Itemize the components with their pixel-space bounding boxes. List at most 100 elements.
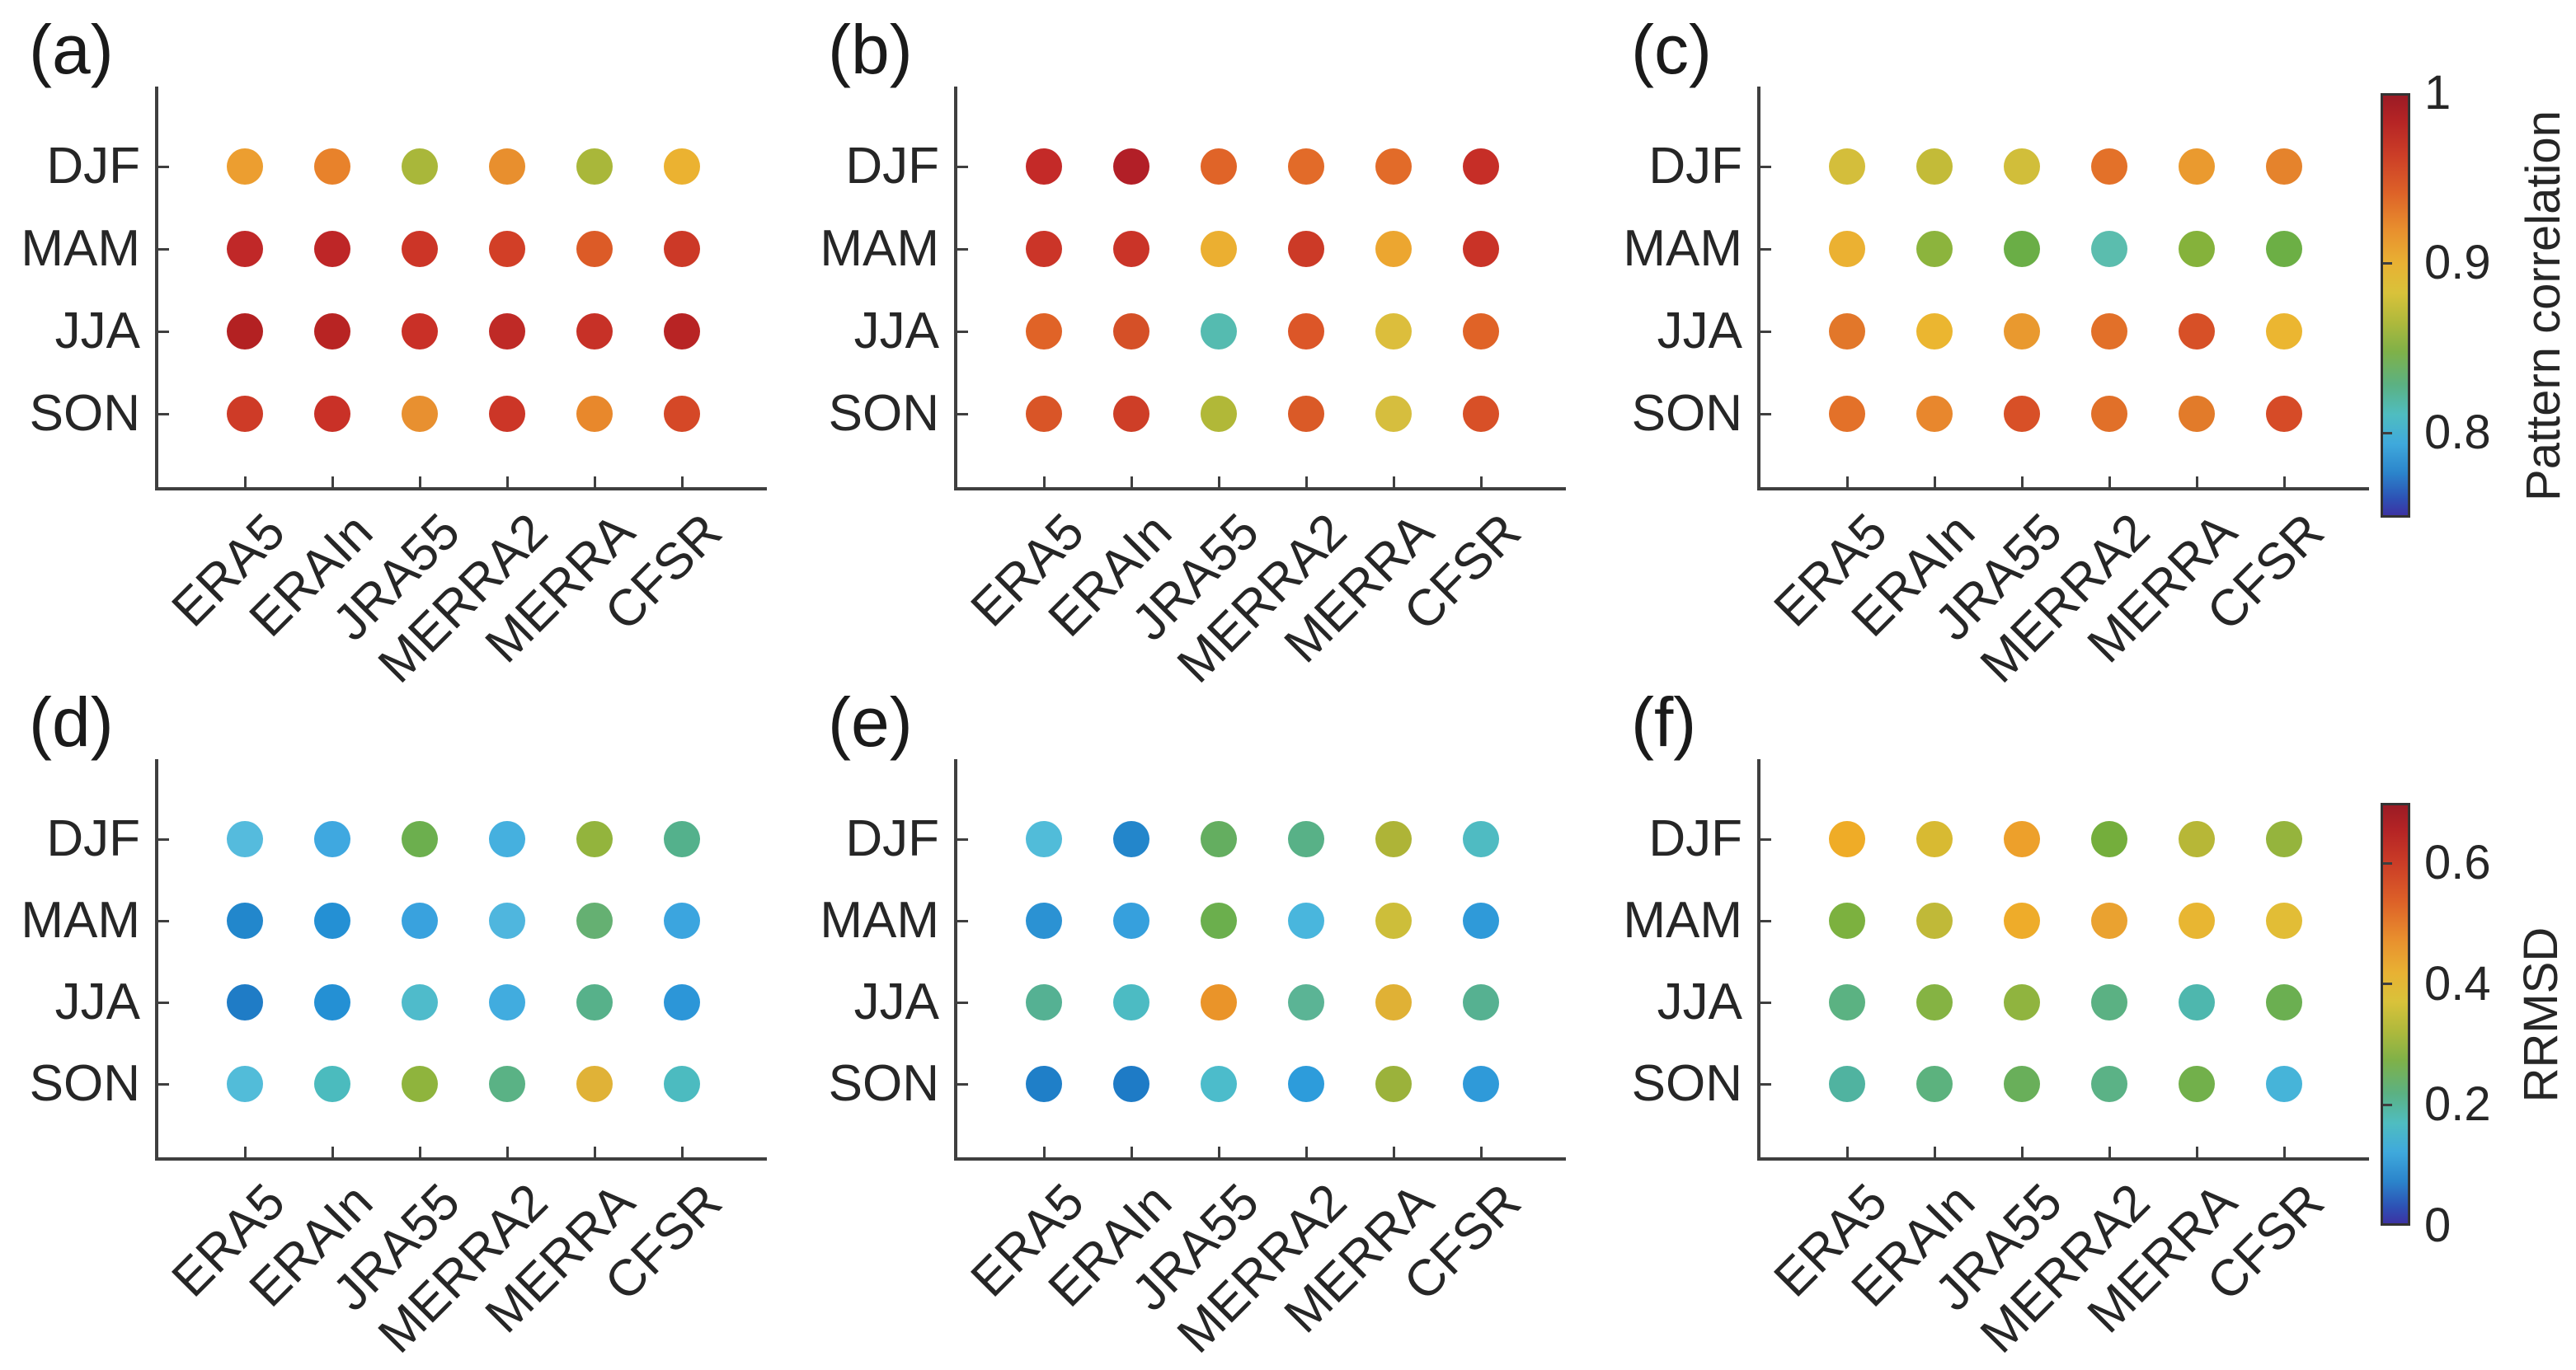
dot — [2179, 1066, 2215, 1102]
dot — [2091, 313, 2127, 350]
ytick-label-djf: DJF — [1648, 138, 1742, 195]
x-axis-e — [954, 1157, 1566, 1161]
dot — [2091, 1066, 2127, 1102]
x-tick — [1130, 1147, 1133, 1157]
dot — [1829, 148, 1865, 185]
panel-label-e: (e) — [828, 683, 913, 761]
dot — [1829, 821, 1865, 857]
dot — [664, 396, 700, 432]
dot — [1201, 821, 1237, 857]
x-tick — [418, 1147, 421, 1157]
dot — [402, 148, 438, 185]
colorbar-ticklabel: 0.4 — [2424, 956, 2491, 1011]
x-tick — [593, 476, 596, 487]
dot — [402, 821, 438, 857]
y-tick — [957, 330, 968, 333]
y-tick — [957, 1001, 968, 1004]
dot — [2004, 148, 2040, 185]
y-axis-a — [155, 87, 158, 490]
dot — [1916, 903, 1953, 939]
dot — [2004, 1066, 2040, 1102]
dot — [1288, 984, 1324, 1020]
x-tick — [331, 1147, 334, 1157]
dot — [227, 984, 263, 1020]
x-tick — [243, 476, 247, 487]
dot — [1026, 313, 1062, 350]
dot — [1463, 148, 1499, 185]
dot — [402, 313, 438, 350]
dot — [1288, 903, 1324, 939]
x-axis-b — [954, 487, 1566, 490]
dot — [1113, 821, 1149, 857]
dot — [489, 313, 525, 350]
colorbar-tick — [2383, 261, 2392, 265]
ytick-label-son: SON — [828, 385, 939, 442]
colorbar-title-rrmsd: RRMSD — [2514, 927, 2568, 1103]
dot — [1375, 821, 1412, 857]
dot — [1113, 903, 1149, 939]
colorbar-ticklabel: 0.8 — [2424, 406, 2491, 459]
y-tick — [158, 330, 169, 333]
ytick-label-son: SON — [828, 1055, 939, 1112]
dot — [402, 984, 438, 1020]
dot — [576, 313, 613, 350]
ytick-label-son: SON — [1631, 385, 1742, 442]
dot — [1288, 396, 1324, 432]
dot — [2266, 903, 2302, 939]
x-tick — [1479, 476, 1483, 487]
dot — [2004, 396, 2040, 432]
ytick-label-mam: MAM — [820, 892, 939, 949]
dot — [314, 396, 350, 432]
dot — [2266, 821, 2302, 857]
dot — [2091, 396, 2127, 432]
dot — [2179, 396, 2215, 432]
dot — [1829, 396, 1865, 432]
x-tick — [243, 1147, 247, 1157]
x-tick — [1304, 476, 1308, 487]
dot — [576, 231, 613, 267]
ytick-label-son: SON — [1631, 1055, 1742, 1112]
x-tick — [2282, 1147, 2286, 1157]
dot — [227, 313, 263, 350]
dot — [2266, 984, 2302, 1020]
dot — [1375, 1066, 1412, 1102]
dot — [314, 313, 350, 350]
y-tick — [158, 837, 169, 841]
dot — [1375, 903, 1412, 939]
ytick-label-djf: DJF — [1648, 810, 1742, 867]
colorbar-rrmsd — [2381, 803, 2410, 1226]
x-tick — [1933, 476, 1936, 487]
x-axis-a — [155, 487, 767, 490]
y-tick — [1760, 247, 1771, 251]
dot — [489, 821, 525, 857]
dot — [1113, 984, 1149, 1020]
dot — [1026, 148, 1062, 185]
y-tick — [158, 1001, 169, 1004]
dot — [1201, 313, 1237, 350]
dot — [2179, 313, 2215, 350]
dot — [1463, 1066, 1499, 1102]
y-axis-b — [954, 87, 957, 490]
dot — [1916, 821, 1953, 857]
dot — [2004, 903, 2040, 939]
y-tick — [957, 247, 968, 251]
x-tick — [505, 1147, 509, 1157]
dot — [1201, 903, 1237, 939]
dot — [2179, 148, 2215, 185]
dot — [1288, 313, 1324, 350]
dot — [1113, 148, 1149, 185]
x-tick — [331, 476, 334, 487]
dot — [489, 231, 525, 267]
panel-label-d: (d) — [29, 683, 114, 761]
y-axis-d — [155, 759, 158, 1161]
dot — [227, 1066, 263, 1102]
dot — [576, 984, 613, 1020]
dot — [576, 903, 613, 939]
dot — [2091, 903, 2127, 939]
x-tick — [1042, 476, 1046, 487]
ytick-label-djf: DJF — [845, 810, 939, 867]
dot — [489, 148, 525, 185]
dot — [1201, 396, 1237, 432]
dot — [1375, 396, 1412, 432]
dot — [1916, 148, 1953, 185]
